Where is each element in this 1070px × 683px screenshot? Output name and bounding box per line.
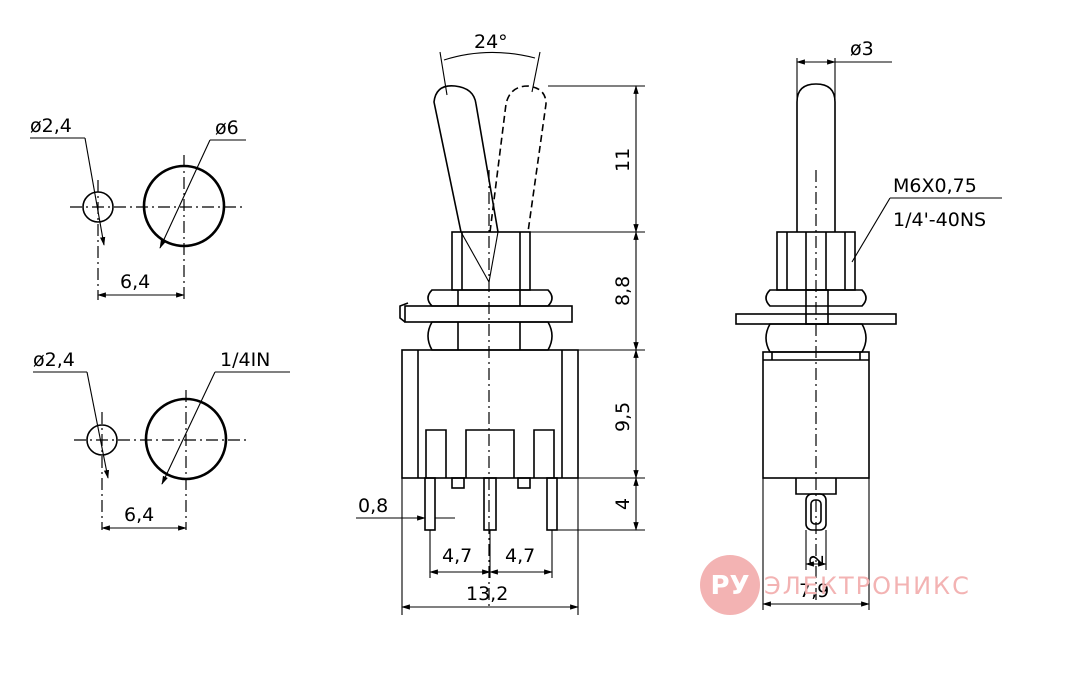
pin-left [424, 477, 436, 531]
hole-pattern-top: ø2,4 ø6 6,4 [30, 115, 246, 300]
dim-body-width: 13,2 [466, 583, 508, 605]
small-hole-bottom [86, 424, 118, 456]
side-view: ø3 M6X0,75 1/4'-40NS 2 [735, 38, 1002, 610]
dim-pitch-left: 4,7 [442, 545, 472, 567]
large-hole-label-top: ø6 [215, 117, 239, 139]
watermark-text: ЭЛЕКТРОНИКС [764, 572, 971, 600]
pin-right [546, 477, 558, 531]
small-hole-label-bottom: ø2,4 [33, 349, 75, 371]
spacing-label-top: 6,4 [120, 271, 150, 293]
hole-pattern-bottom: ø2,4 1/4IN 6,4 [33, 349, 290, 531]
large-hole-label-bottom: 1/4IN [220, 349, 270, 371]
dim-body-height: 9,5 [612, 402, 634, 432]
thread-imperial-label: 1/4'-40NS [893, 209, 986, 231]
bushing [451, 231, 531, 291]
dim-pin-width: 2 [806, 554, 828, 566]
front-view: 24° [356, 31, 645, 615]
dim-lever-height: 11 [612, 148, 634, 172]
side-pin [805, 493, 827, 531]
angle-label: 24° [474, 31, 508, 53]
lever-alternate [489, 85, 547, 233]
dim-body-depth: 7,9 [799, 580, 829, 602]
side-lever [796, 83, 836, 232]
side-upper-nut [765, 289, 867, 307]
dim-pin-height: 4 [612, 498, 634, 510]
pin-middle [483, 477, 497, 531]
thread-metric-label: M6X0,75 [893, 175, 977, 197]
small-hole-label-top: ø2,4 [30, 115, 72, 137]
watermark-badge [700, 555, 760, 615]
lower-nut [427, 321, 553, 351]
dim-pitch-right: 4,7 [505, 545, 535, 567]
watermark: РУ ЭЛЕКТРОНИКС [700, 555, 971, 615]
dim-pin-thickness: 0,8 [358, 495, 388, 517]
upper-nut [427, 289, 553, 307]
switch-body [401, 349, 579, 479]
spacing-label-bottom: 6,4 [124, 504, 154, 526]
lever-solid [433, 85, 499, 233]
side-body [762, 351, 870, 479]
watermark-badge-text: РУ [710, 571, 749, 601]
dim-bushing-height: 8,8 [612, 276, 634, 306]
dim-lever-diameter: ø3 [850, 38, 874, 60]
